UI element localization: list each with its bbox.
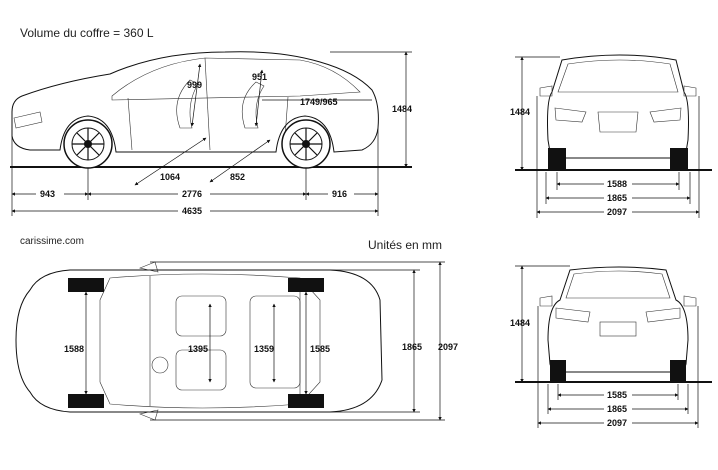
side-rear-seat [242, 81, 265, 129]
rear-window [565, 270, 671, 299]
top-front-track-value: 1588 [64, 344, 84, 354]
front-headroom-value: 999 [187, 80, 202, 90]
length-value: 4635 [182, 206, 202, 216]
front-car-body [547, 54, 689, 159]
rear-height-value: 1484 [510, 318, 530, 328]
top-mirrors [138, 261, 159, 421]
side-headlight [13, 111, 43, 129]
side-rear-wheel [281, 119, 331, 169]
side-view: 999 951 1749/965 1064 852 943 2776 916 [10, 51, 412, 216]
side-front-door [127, 97, 133, 151]
trunk-volume-label: Volume du coffre = 360 L [20, 26, 154, 40]
rear-left-tire [550, 360, 566, 382]
front-grille [597, 111, 639, 133]
front-headlights [554, 107, 682, 123]
rear-taillights [555, 307, 681, 323]
side-b-pillar [204, 57, 211, 151]
top-seat-front-right [175, 349, 227, 391]
front-left-tire [548, 148, 566, 170]
top-tire-fr [68, 394, 104, 408]
top-view: 1588 1395 1359 1585 1865 2097 [15, 261, 458, 421]
top-rear-bench [249, 295, 301, 389]
rear-width-value: 1865 [607, 404, 627, 414]
units-label: Unités en mm [368, 238, 443, 252]
side-car-body [11, 51, 379, 153]
side-windows [111, 57, 361, 101]
front-overhang-value: 943 [40, 189, 55, 199]
front-legroom-arrow [134, 137, 207, 186]
front-view: 1484 1588 1865 2097 [510, 54, 712, 218]
rear-right-tire [670, 360, 686, 382]
front-height-value: 1484 [510, 107, 530, 117]
top-rear-track-value: 1585 [310, 344, 330, 354]
rear-legroom-value: 852 [230, 172, 245, 182]
front-mirror-width-value: 2097 [607, 207, 627, 217]
height-value: 1484 [392, 104, 412, 114]
front-legroom-value: 1064 [160, 172, 180, 182]
top-mirror-width-value: 2097 [438, 342, 458, 352]
rear-track-value: 1585 [607, 390, 627, 400]
top-front-shoulder-value: 1395 [188, 344, 208, 354]
top-car-body [15, 269, 383, 413]
front-width-value: 1865 [607, 193, 627, 203]
rear-headroom-value: 951 [252, 72, 267, 82]
top-width-value: 1865 [402, 342, 422, 352]
wheelbase-value: 2776 [182, 189, 202, 199]
top-tire-rr [288, 394, 324, 408]
source-watermark: carissime.com [20, 236, 84, 247]
trunk-length-value: 1749/965 [300, 97, 338, 107]
top-tire-rl [288, 278, 324, 292]
rear-plate [599, 321, 637, 337]
top-rear-shoulder-value: 1359 [254, 344, 274, 354]
side-front-wheel [63, 119, 113, 169]
front-track-value: 1588 [607, 179, 627, 189]
top-seat-front-left [175, 295, 227, 337]
top-steering-wheel [151, 356, 169, 374]
rear-mirror-width-value: 2097 [607, 418, 627, 428]
rear-view: 1484 1585 1865 2097 [510, 265, 712, 428]
top-tire-fl [68, 278, 104, 292]
rear-headroom-arrow [254, 69, 264, 127]
rear-overhang-value: 916 [332, 189, 347, 199]
front-headroom-arrow [190, 63, 202, 127]
rear-mirrors [539, 295, 697, 307]
front-right-tire [670, 148, 688, 170]
front-mirrors [539, 85, 697, 97]
front-windshield [557, 59, 679, 93]
rear-legroom-arrow [209, 139, 271, 183]
